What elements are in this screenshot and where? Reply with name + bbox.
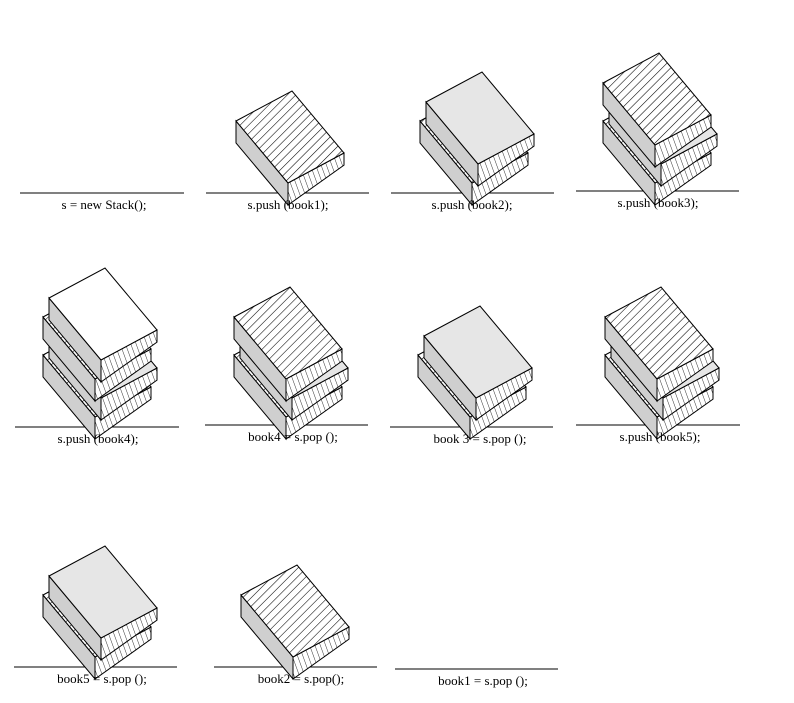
panel-5: book4 = s.pop (); <box>205 286 368 444</box>
panel-2: s.push (book2); <box>391 71 554 212</box>
book <box>604 286 714 403</box>
panel-caption: book5 = s.pop (); <box>57 671 147 686</box>
panel-caption: s.push (book1); <box>248 197 329 212</box>
book-cover <box>604 286 714 380</box>
book <box>48 267 158 384</box>
book-cover <box>48 267 158 361</box>
book-cover <box>423 305 533 399</box>
panel-9: book2 = s.pop(); <box>214 564 377 686</box>
panel-caption: s.push (book4); <box>58 431 139 446</box>
book <box>602 52 712 169</box>
book-stack <box>233 286 349 441</box>
book <box>233 286 343 403</box>
book-cover <box>235 90 345 184</box>
panel-caption: book2 = s.pop(); <box>258 671 344 686</box>
panel-1: s.push (book1); <box>206 90 369 212</box>
book-stack <box>604 286 720 441</box>
panel-7: s.push (book5); <box>576 286 740 444</box>
book-stack <box>240 564 350 681</box>
book-cover <box>48 545 158 639</box>
panel-caption: s.push (book2); <box>432 197 513 212</box>
book-cover <box>602 52 712 146</box>
book-stack <box>42 267 158 441</box>
book-stack <box>602 52 718 207</box>
book-cover <box>425 71 535 165</box>
book <box>48 545 158 662</box>
panel-caption: book1 = s.pop (); <box>438 673 528 688</box>
panel-3: s.push (book3); <box>576 52 739 210</box>
book <box>423 305 533 422</box>
book-stack <box>235 90 345 207</box>
panel-caption: book 3 = s.pop (); <box>434 431 527 446</box>
panel-caption: s.push (book3); <box>618 195 699 210</box>
book-stack <box>42 545 158 681</box>
panel-caption: s.push (book5); <box>620 429 701 444</box>
book <box>425 71 535 188</box>
panel-10: book1 = s.pop (); <box>395 668 558 688</box>
book-stack <box>419 71 535 207</box>
panel-8: book5 = s.pop (); <box>14 545 177 686</box>
book-stack <box>417 305 533 441</box>
panel-caption: s = new Stack(); <box>62 197 147 212</box>
panel-6: book 3 = s.pop (); <box>390 305 553 446</box>
book-cover <box>233 286 343 380</box>
book <box>240 564 350 681</box>
panel-4: s.push (book4); <box>15 267 179 446</box>
book-cover <box>240 564 350 658</box>
panel-caption: book4 = s.pop (); <box>248 429 338 444</box>
panel-0: s = new Stack(); <box>20 192 184 212</box>
book <box>235 90 345 207</box>
